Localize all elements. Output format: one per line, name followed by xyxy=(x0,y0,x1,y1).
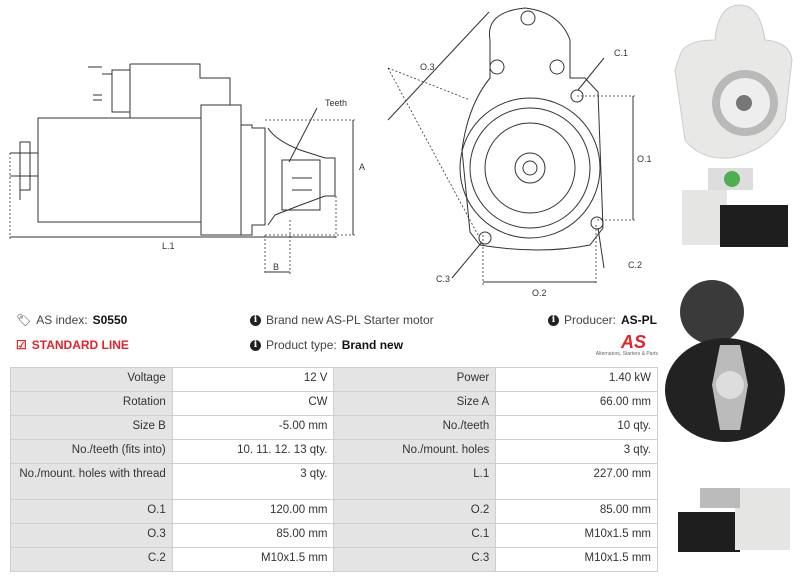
spec-value: M10x1.5 mm xyxy=(171,547,335,572)
label-a: A xyxy=(359,162,365,172)
technical-drawing: Teeth A L.1 B O.1 O.2 O.3 C.1 C.2 C.3 xyxy=(9,7,652,298)
spec-value: -5.00 mm xyxy=(171,415,335,440)
photo-side-bottom xyxy=(678,488,790,552)
spec-label: L.1 xyxy=(333,463,497,500)
spec-value: 66.00 mm xyxy=(495,391,658,416)
spec-label: Size A xyxy=(333,391,497,416)
spec-value: 3 qty. xyxy=(171,463,335,500)
as-index-value: S0550 xyxy=(92,313,128,327)
spec-value: 3 qty. xyxy=(495,439,658,464)
spec-label: O.2 xyxy=(333,499,497,524)
spec-value: CW xyxy=(171,391,335,416)
photo-side-top xyxy=(682,168,788,247)
spec-label: Voltage xyxy=(10,367,173,392)
photo-front xyxy=(674,4,793,159)
spec-value: 85.00 mm xyxy=(171,523,335,548)
label-o1: O.1 xyxy=(637,154,652,164)
label-l1: L.1 xyxy=(162,241,175,251)
label-c2: C.2 xyxy=(628,260,642,270)
spec-label: Power xyxy=(333,367,497,392)
info-icon: i xyxy=(547,314,559,326)
spec-label: Rotation xyxy=(10,391,173,416)
spec-label: No./mount. holes with thread xyxy=(10,463,173,500)
spec-label: C.1 xyxy=(333,523,497,548)
spec-label: No./mount. holes xyxy=(333,439,497,464)
spec-value: M10x1.5 mm xyxy=(495,523,658,548)
spec-value: 227.00 mm xyxy=(495,463,658,500)
label-teeth: Teeth xyxy=(325,98,347,108)
spec-value: 1.40 kW xyxy=(495,367,658,392)
info-icon: i xyxy=(250,314,261,326)
label-b: B xyxy=(273,262,279,272)
spec-label: No./teeth (fits into) xyxy=(10,439,173,464)
standard-line-badge: ☑ STANDARD LINE xyxy=(16,338,129,352)
spec-value: 85.00 mm xyxy=(495,499,658,524)
spec-label: O.3 xyxy=(10,523,173,548)
as-index: 🏷 AS index: S0550 xyxy=(16,313,128,327)
spec-label: No./teeth xyxy=(333,415,497,440)
spec-value: 12 V xyxy=(171,367,335,392)
table-row: No./teeth (fits into)10. 11. 12. 13 qty.… xyxy=(10,439,658,464)
product-photos xyxy=(665,4,793,552)
producer: i Producer: AS-PL xyxy=(547,313,657,327)
info-icon: i xyxy=(250,339,261,351)
spec-label: C.2 xyxy=(10,547,173,572)
product-type: i Product type: Brand new xyxy=(250,338,403,352)
spec-value: 10. 11. 12. 13 qty. xyxy=(171,439,335,464)
spec-label: Size B xyxy=(10,415,173,440)
spec-label: O.1 xyxy=(10,499,173,524)
label-c1: C.1 xyxy=(614,48,628,58)
spec-value: 120.00 mm xyxy=(171,499,335,524)
product-description: i Brand new AS-PL Starter motor xyxy=(250,313,434,327)
label-o3: O.3 xyxy=(420,62,435,72)
spec-value: 10 qty. xyxy=(495,415,658,440)
label-o2: O.2 xyxy=(532,288,547,298)
tags-icon: 🏷 xyxy=(16,313,32,327)
photo-rear xyxy=(665,280,785,442)
spec-value: M10x1.5 mm xyxy=(495,547,658,572)
as-pl-logo: AS Alternators, Starters & Parts xyxy=(595,332,658,357)
checkbox-checked-icon: ☑ xyxy=(16,338,27,352)
label-c3: C.3 xyxy=(436,274,450,284)
spec-label: C.3 xyxy=(333,547,497,572)
